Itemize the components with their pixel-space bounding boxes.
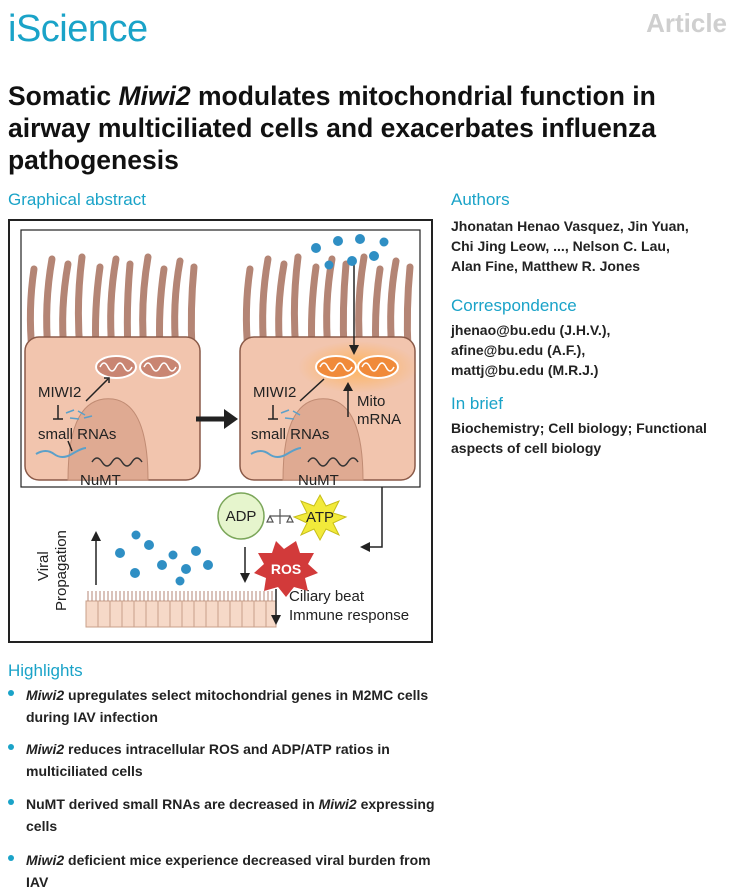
numt-label: NuMT [298, 472, 339, 489]
in-brief-heading: In brief [451, 394, 503, 413]
atp-burst [292, 493, 348, 542]
bullet-icon [8, 690, 14, 696]
correspondence-list: jhenao@bu.edu (J.H.V.), afine@bu.edu (A.… [451, 320, 610, 380]
in-brief-text: Biochemistry; Cell biology; Functional a… [451, 420, 707, 456]
virus-cluster-top [311, 234, 389, 270]
mito-label: Mito [357, 393, 385, 410]
email-link[interactable]: jhenao@bu.edu (J.H.V.), [451, 322, 611, 338]
authors-heading: Authors [451, 190, 510, 209]
bullet-icon [8, 744, 14, 750]
bullet-icon [8, 855, 14, 861]
virus-cluster-bottom [115, 530, 213, 586]
graphical-abstract: MIWI2 small RNAs NuMT MIWI2 small RNAs [8, 219, 433, 643]
highlights-heading: Highlights [8, 661, 83, 680]
immune-response-label: Immune response [289, 607, 409, 624]
adp-label: ADP [226, 508, 257, 525]
adp-circle [217, 492, 265, 540]
viral-label: Viral [35, 551, 52, 581]
small-rnas-label: small RNAs [251, 426, 329, 443]
epithelium-strip [85, 591, 277, 628]
atp-label: ATP [306, 509, 334, 526]
email-link[interactable]: afine@bu.edu (A.F.), [451, 342, 586, 358]
journal-logo: iScience [8, 8, 148, 50]
miwi2-label: MIWI2 [38, 384, 81, 401]
right-cell: MIWI2 small RNAs Mito mRNA NuMT [239, 253, 418, 489]
authors-list: Jhonatan Henao Vasquez, Jin Yuan, Chi Ji… [451, 218, 689, 274]
ciliary-beat-label: Ciliary beat [289, 588, 365, 605]
numt-label: NuMT [80, 472, 121, 489]
bullet-icon [8, 799, 14, 805]
mitochondrion-icon [139, 355, 181, 379]
mrna-label: mRNA [357, 411, 401, 428]
propagation-label: Propagation [53, 530, 70, 611]
mitochondrion-icon [95, 355, 137, 379]
graphical-abstract-heading: Graphical abstract [8, 190, 146, 209]
small-rnas-label: small RNAs [38, 426, 116, 443]
ros-burst [254, 541, 318, 597]
left-cell: MIWI2 small RNAs NuMT [24, 253, 201, 489]
balance-scale-icon [266, 509, 294, 524]
email-link[interactable]: mattj@bu.edu (M.R.J.) [451, 362, 599, 378]
ros-label: ROS [271, 561, 301, 577]
article-type-label: Article [646, 8, 727, 38]
correspondence-heading: Correspondence [451, 296, 577, 315]
miwi2-label: MIWI2 [253, 384, 296, 401]
paper-title: Somatic Miwi2 modulates mitochondrial fu… [8, 81, 657, 175]
